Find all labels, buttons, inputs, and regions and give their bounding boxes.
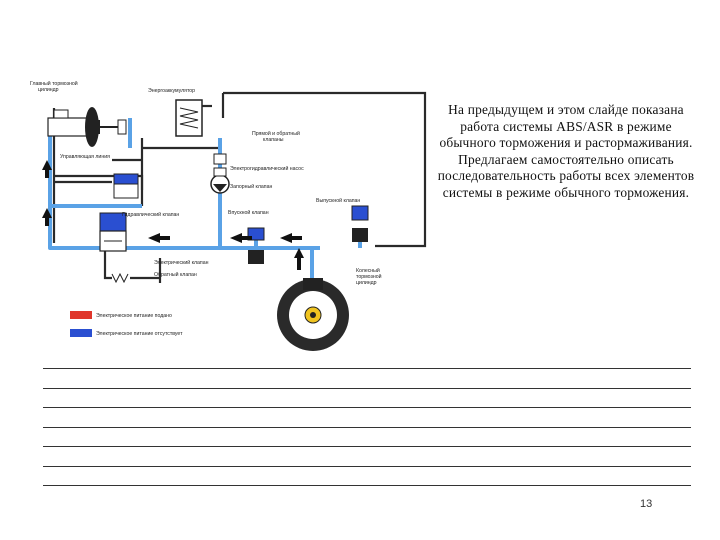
label-outlet-valve: Выпускной клапан [316, 197, 360, 204]
slide-description: На предыдущем и этом слайде показана раб… [437, 102, 695, 200]
flow-arrows [42, 160, 304, 270]
label-check-valves-2: клапаны [263, 137, 284, 143]
label-check-valves: Прямой и обратный [252, 130, 300, 137]
hydraulic-valve [99, 212, 127, 252]
answer-line [43, 465, 691, 467]
label-wheel-cylinder-3: цилиндр [356, 280, 377, 286]
label-control-line: Управляющая линия [60, 154, 110, 160]
page-number: 13 [640, 498, 653, 510]
label-master-cylinder-2: цилиндр [38, 87, 59, 93]
wheel [277, 278, 349, 351]
diagram-labels: Главный тормозной цилиндр Энергоаккумуля… [30, 80, 382, 286]
label-wheel-cylinder: Колесный [356, 267, 380, 274]
legend-label-unpowered: Электрическое питание отсутствует [96, 331, 183, 337]
legend-swatch-powered [70, 311, 92, 319]
answer-line [43, 387, 691, 389]
label-master-cylinder: Главный тормозной [30, 80, 78, 87]
legend-swatch-unpowered [70, 329, 92, 337]
pump [210, 153, 230, 194]
accumulator [175, 99, 203, 137]
return-spring [111, 272, 129, 284]
answer-line [43, 426, 691, 428]
outlet-valve [351, 205, 369, 242]
answer-line [43, 485, 691, 486]
master-cylinder [47, 107, 127, 147]
label-return-valve: Обратный клапан [154, 271, 197, 278]
legend: Электрическое питание подано Электрическ… [70, 311, 183, 337]
abs-asr-diagram: Главный тормозной цилиндр Энергоаккумуля… [30, 80, 427, 351]
label-shutoff-valve: Запорный клапан [230, 183, 272, 190]
answer-line [43, 407, 691, 408]
label-accumulator: Энергоаккумулятор [148, 88, 195, 94]
label-wheel-cylinder-2: тормозной [356, 273, 382, 280]
answer-line [43, 368, 691, 369]
answer-lines [43, 368, 691, 505]
label-pump: Электрогидравлический насос [230, 165, 304, 172]
label-hydraulic-valve: Гидравлический клапан [122, 211, 179, 218]
answer-line [43, 446, 691, 447]
label-inlet-valve: Впускной клапан [228, 209, 269, 216]
legend-label-powered: Электрическое питание подано [96, 313, 172, 319]
electric-valve [113, 173, 139, 199]
label-electric-valve: Электрический клапан [154, 259, 209, 266]
